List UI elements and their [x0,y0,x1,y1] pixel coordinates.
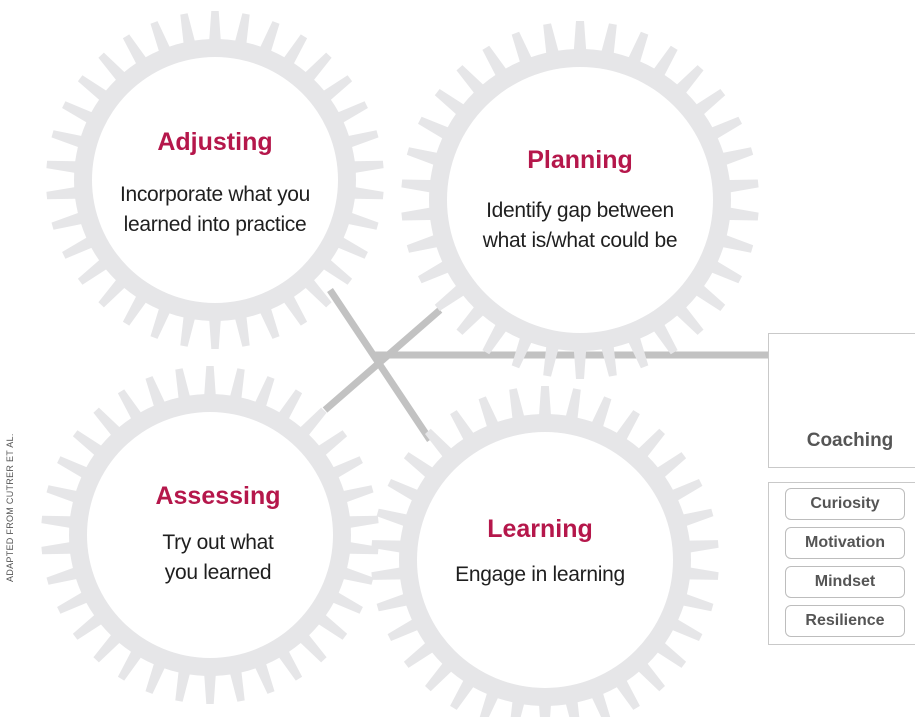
desc-line: Try out what [162,531,274,554]
desc-line: Incorporate what you [119,183,311,206]
trait-curiosity: Curiosity [785,488,905,520]
desc-line: what is/what could be [482,229,678,252]
gear-face [87,412,333,658]
gears-layer [41,11,759,717]
gear-planning [401,21,759,379]
gear-face [447,67,713,333]
desc-line: you learned [164,561,272,584]
trait-mindset: Mindset [785,566,905,598]
desc-line: learned into practice [123,213,307,236]
gear-face [92,57,338,303]
gear-desc-learning: Engage in learning [420,560,660,590]
gear-desc-assessing: Try out what you learned [118,528,318,588]
source-credit: ADAPTED FROM CUTRER ET AL. [5,433,15,582]
connector-cross-b [322,307,443,413]
coaching-label: Coaching [806,430,894,451]
trait-motivation: Motivation [785,527,905,559]
connectors [322,288,770,442]
gear-face [417,432,673,688]
gear-title-adjusting: Adjusting [157,128,273,156]
gear-desc-planning: Identify gap between what is/what could … [445,196,715,256]
gear-learning [371,386,719,717]
gear-assessing [41,366,379,704]
desc-line: Identify gap between [486,199,674,222]
desc-line: Engage in learning [455,563,625,586]
gear-title-learning: Learning [487,515,593,543]
coaching-panel [768,333,915,468]
gear-title-assessing: Assessing [155,482,281,510]
gear-adjusting [46,11,384,349]
trait-resilience: Resilience [785,605,905,637]
gear-title-planning: Planning [527,146,633,174]
gear-desc-adjusting: Incorporate what you learned into practi… [90,180,340,240]
